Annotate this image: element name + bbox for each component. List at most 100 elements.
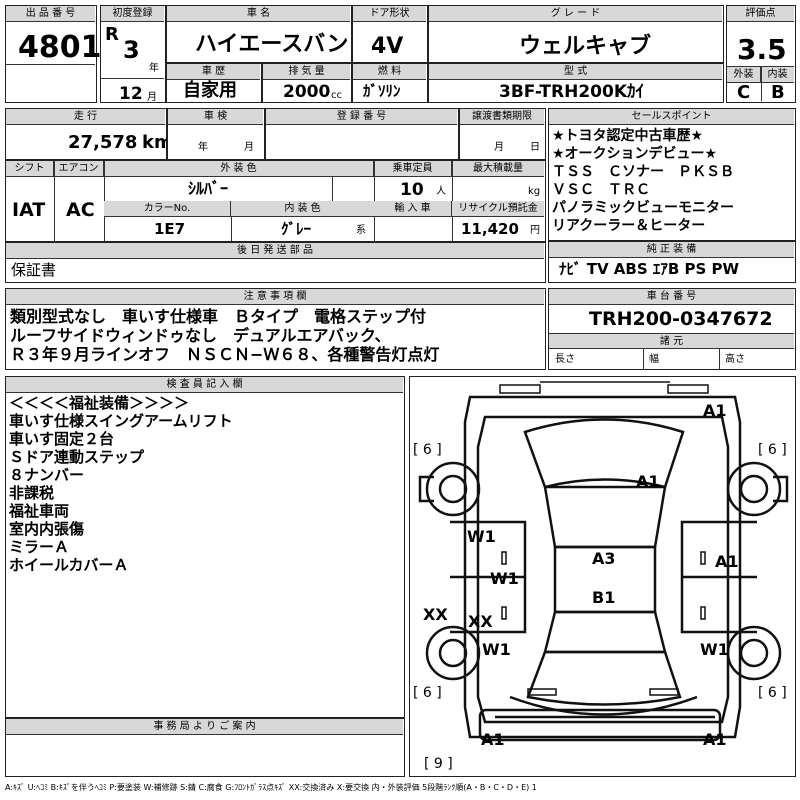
inspector-note-line: Ｓドア連動ステップ bbox=[9, 448, 145, 466]
tire-spare: [ 9 ] bbox=[424, 756, 453, 772]
sales-point-line: ＴＳＳ Ｃソナー ＰＫＳＢ bbox=[552, 164, 734, 180]
disp-label: 排 気 量 bbox=[263, 64, 350, 80]
notes-label: 注 意 事 項 欄 bbox=[6, 289, 544, 305]
model-box: 型 式 3BF-TRH200Kｶｲ bbox=[428, 63, 724, 103]
exterior-color: ｼﾙﾊﾞｰ bbox=[188, 179, 229, 198]
capacity-label: 乗車定員 bbox=[374, 161, 452, 177]
name-box: 車 名 ハイエースバン bbox=[166, 5, 352, 63]
sales-box: セールスポイント ★トヨタ認定中古車歴★★オークションデビュー★ＴＳＳ Ｃソナー… bbox=[548, 108, 796, 241]
length-label: 長さ bbox=[555, 354, 575, 365]
score-value: 3.5 bbox=[737, 33, 787, 66]
history-box: 車 歴 自家用 bbox=[166, 63, 262, 103]
spec-block: シフト エアコン 外 装 色 乗車定員 最大積載量 IAT AC ｼﾙﾊﾞｰ 1… bbox=[5, 160, 546, 242]
equipment-value: ﾅﾋﾞ TV ABS ｴｱB PS PW bbox=[559, 260, 740, 278]
plate-box: 登 録 番 号 bbox=[265, 108, 459, 160]
chassis-box: 車 台 番 号 TRH200-0347672 諸 元 長さ 幅 高さ bbox=[548, 288, 796, 370]
chassis-label: 車 台 番 号 bbox=[549, 289, 794, 305]
colorno-value: 1E7 bbox=[154, 220, 186, 238]
inspector-note-line: 車いす固定２台 bbox=[9, 430, 115, 448]
mileage-value: 27,578 bbox=[68, 132, 138, 153]
inspection-year-unit: 年 bbox=[198, 142, 208, 153]
mark-left-rear-wheel: W1 bbox=[482, 640, 511, 659]
door-label: ドア形状 bbox=[353, 6, 426, 22]
transfer-month-unit: 月 bbox=[494, 142, 504, 153]
width-label: 幅 bbox=[649, 354, 659, 365]
tire-front-left: [ 6 ] bbox=[413, 442, 442, 458]
registration-box: 初度登録 R 3 年 12 月 bbox=[100, 5, 166, 103]
notice-line: 類別型式なし 車いす仕様車 Ｂタイプ 電格ステップ付 bbox=[10, 307, 427, 326]
reg-label: 初度登録 bbox=[101, 6, 164, 22]
fuel-box: 燃 料 ｶﾞｿﾘﾝ bbox=[352, 63, 428, 103]
height-label: 高さ bbox=[725, 354, 745, 365]
ac-value: AC bbox=[66, 199, 95, 221]
mark-right-rear-wheel: W1 bbox=[700, 640, 729, 659]
name-label: 車 名 bbox=[167, 6, 350, 22]
inspector-note-line: 室内内張傷 bbox=[9, 520, 85, 538]
model-value: 3BF-TRH200Kｶｲ bbox=[499, 82, 645, 102]
mark-left-front-door: W1 bbox=[467, 527, 496, 546]
sales-label: セールスポイント bbox=[549, 109, 794, 125]
recycle-label: リサイクル預託金 bbox=[452, 201, 544, 217]
ext-label: 外装 bbox=[727, 67, 761, 83]
inspection-label: 車 検 bbox=[168, 109, 263, 125]
intcolor-value: ｸﾞﾚｰ bbox=[281, 220, 312, 238]
office-box: 事 務 局 よ り ご 案 内 bbox=[5, 718, 405, 777]
mark-hood: A1 bbox=[636, 472, 660, 491]
mark-roof-front: A1 bbox=[703, 401, 727, 420]
reg-era: R bbox=[105, 24, 119, 45]
colorno-label: カラーNo. bbox=[104, 201, 231, 217]
int-label: 内装 bbox=[761, 67, 794, 83]
grade-box: グ レ ー ド ウェルキャブ bbox=[428, 5, 724, 63]
reg-year-unit: 年 bbox=[149, 63, 159, 74]
fuel-label: 燃 料 bbox=[353, 64, 426, 80]
car-diagram bbox=[418, 381, 789, 742]
later-value: 保証書 bbox=[11, 261, 57, 279]
load-unit: kg bbox=[528, 186, 541, 197]
mark-roof: A3 bbox=[592, 549, 616, 568]
grade-value: ウェルキャブ bbox=[519, 34, 652, 59]
inspector-box: 検 査 員 記 入 欄 ＜＜＜＜福祉装備＞＞＞＞車いす仕様スイングアームリフト車… bbox=[5, 376, 405, 718]
sales-point-line: ★オークションデビュー★ bbox=[552, 146, 718, 162]
mark-rear-right: A1 bbox=[703, 730, 727, 749]
transfer-label: 譲渡書類期限 bbox=[460, 109, 544, 125]
int-grade: B bbox=[771, 82, 785, 103]
mileage-label: 走 行 bbox=[6, 109, 165, 125]
mark-roof-rear: B1 bbox=[592, 588, 616, 607]
recycle-unit: 円 bbox=[530, 225, 540, 236]
capacity-unit: 人 bbox=[436, 186, 446, 197]
inspector-note-line: ＜＜＜＜福祉装備＞＞＞＞ bbox=[9, 394, 190, 412]
import-label: 輸 入 車 bbox=[374, 201, 452, 217]
displacement-box: 排 気 量 2000 cc bbox=[262, 63, 352, 103]
lot-number: 4801 bbox=[18, 30, 102, 65]
score-label: 評価点 bbox=[727, 6, 794, 22]
transfer-box: 譲渡書類期限 月 日 bbox=[459, 108, 546, 160]
disp-unit: cc bbox=[331, 90, 342, 101]
mark-right-front-door: A1 bbox=[715, 552, 739, 571]
disp-value: 2000 bbox=[283, 82, 331, 102]
recycle-value: 11,420 bbox=[461, 220, 519, 238]
sales-point-line: ＶＳＣ ＴＲＣ bbox=[552, 182, 650, 198]
equipment-box: 純 正 装 備 ﾅﾋﾞ TV ABS ｴｱB PS PW bbox=[548, 241, 796, 283]
shift-label: シフト bbox=[6, 161, 54, 177]
inspection-month-unit: 月 bbox=[244, 142, 254, 153]
spec-label: 諸 元 bbox=[549, 333, 794, 349]
later-parts-box: 後 日 発 送 部 品 保証書 bbox=[5, 242, 546, 283]
ac-label: エアコン bbox=[54, 161, 104, 177]
inspector-note-line: ホイールカバーＡ bbox=[9, 556, 129, 574]
history-value: 自家用 bbox=[183, 80, 237, 101]
damage-diagram: A1 A1 A1 A3 B1 W1 W1 W1 W1 XX XX A1 A1 [… bbox=[409, 376, 796, 777]
load-label: 最大積載量 bbox=[452, 161, 544, 177]
history-label: 車 歴 bbox=[167, 64, 260, 80]
reg-month: 12 bbox=[119, 84, 143, 104]
office-label: 事 務 局 よ り ご 案 内 bbox=[6, 719, 403, 735]
later-label: 後 日 発 送 部 品 bbox=[6, 243, 544, 259]
legend: A:ｷｽﾞ U:ﾍｺﾐ B:ｷｽﾞを伴うﾍｺﾐ P:要塗装 W:補修跡 S:錆 … bbox=[5, 783, 537, 792]
tire-front-right: [ 6 ] bbox=[758, 442, 787, 458]
tire-rear-left: [ 6 ] bbox=[413, 685, 442, 701]
car-name: ハイエースバン bbox=[195, 32, 349, 57]
ext-grade: C bbox=[737, 82, 751, 103]
shift-value: IAT bbox=[12, 199, 46, 221]
lot-label: 出 品 番 号 bbox=[6, 6, 95, 22]
mark-left-rear-xx: XX bbox=[423, 605, 448, 624]
door-value: 4V bbox=[371, 34, 404, 59]
